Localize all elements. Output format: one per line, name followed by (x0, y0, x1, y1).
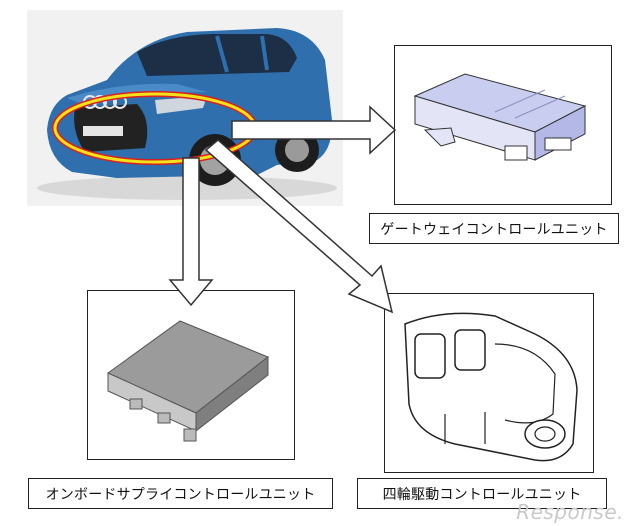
arrow-to-awd (206, 140, 392, 312)
watermark: Response. (516, 500, 624, 524)
arrow-to-gateway (232, 107, 395, 153)
arrow-to-onboard-supply (170, 158, 212, 305)
